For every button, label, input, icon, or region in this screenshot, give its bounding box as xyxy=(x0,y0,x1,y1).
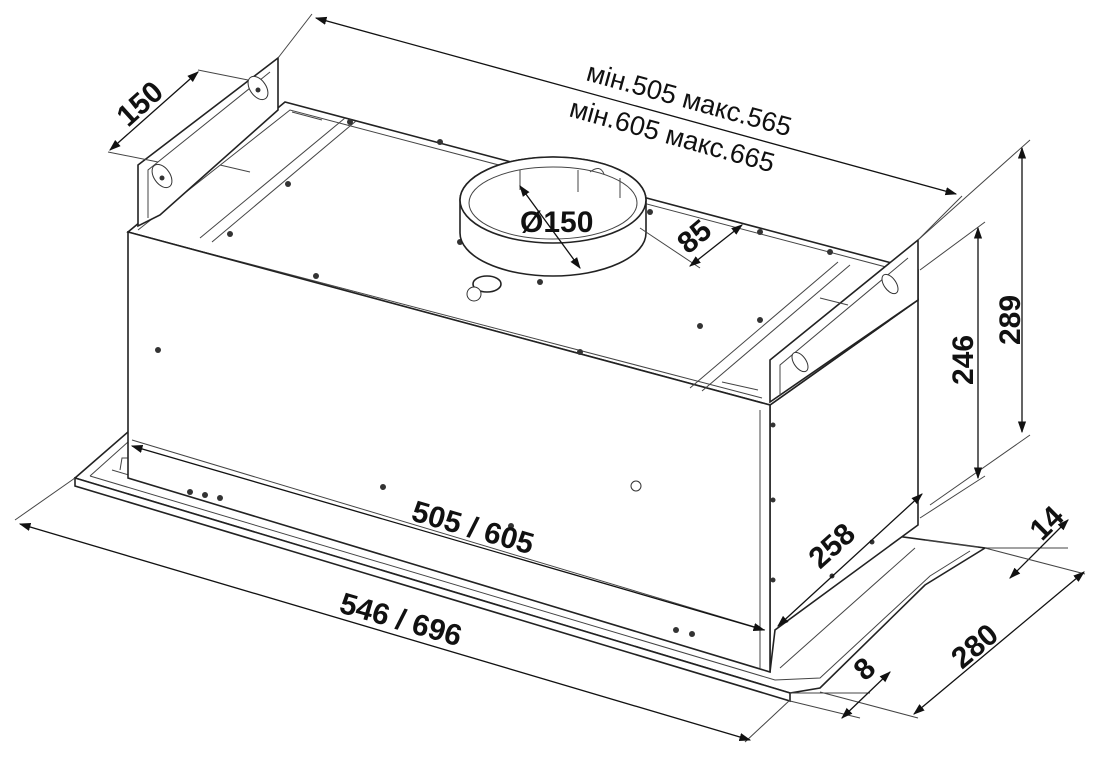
dim-14 xyxy=(985,519,1069,579)
label-duct-diameter: Ø150 xyxy=(520,206,593,239)
dim-85 xyxy=(639,224,743,269)
label-body-height: 246 xyxy=(947,335,980,385)
dim-246 xyxy=(919,221,986,519)
left-bracket xyxy=(137,56,279,228)
label-total-height: 289 xyxy=(994,295,1027,345)
dim-frame-width xyxy=(14,477,791,743)
damper-knob xyxy=(466,275,502,302)
label-frame-depth: 280 xyxy=(945,618,1005,675)
label-depth-bracket: 150 xyxy=(111,75,170,133)
dim-min-max xyxy=(277,13,963,241)
dim-duct xyxy=(519,185,581,269)
label-flange-height: 8 xyxy=(848,652,882,688)
label-frame-thickness: 14 xyxy=(1024,500,1071,547)
dim-150 xyxy=(107,69,249,163)
dim-258 xyxy=(777,493,923,627)
dim-8 xyxy=(789,671,891,719)
